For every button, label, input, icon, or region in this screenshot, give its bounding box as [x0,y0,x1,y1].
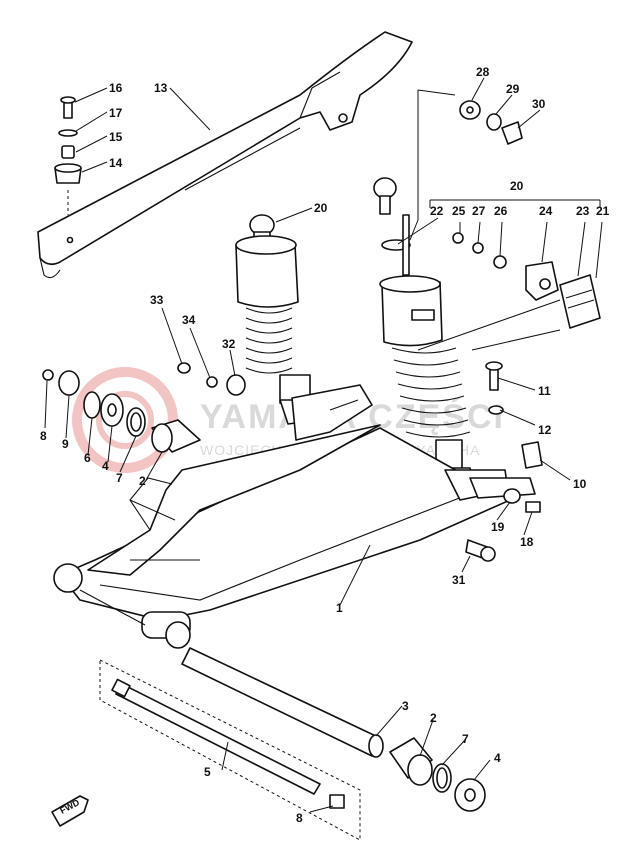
shock-mount-hardware [409,89,601,329]
callout-13: 13 [154,81,168,95]
callout-28: 28 [476,65,490,79]
callout-12: 12 [538,423,552,437]
pivot-bushings-lower [329,737,486,812]
watermark-logo-inner [96,391,154,449]
callout-11: 11 [538,384,551,398]
callout-27: 27 [472,204,486,218]
callout-9: 9 [62,437,69,451]
callout-24: 24 [539,204,553,218]
callout-18: 18 [520,535,534,549]
callout-16: 16 [109,81,123,95]
pivot-bushings-upper [42,369,201,453]
callout-21: 21 [596,204,610,218]
callout-32: 32 [222,337,236,351]
callout-7-lower: 7 [462,732,469,746]
callout-29: 29 [506,82,520,96]
callout-33: 33 [150,293,164,307]
callout-31: 31 [452,573,466,587]
chain-case-mount-hardware [54,96,82,215]
callout-10: 10 [573,477,587,491]
callout-19: 19 [491,520,505,534]
callout-4-upper: 4 [102,459,109,473]
callout-5: 5 [204,765,211,779]
callout-2-upper: 2 [139,474,146,488]
callout-15: 15 [109,130,123,144]
callout-2-lower: 2 [430,711,437,725]
callout-30: 30 [532,97,546,111]
callout-3: 3 [402,699,409,713]
callout-34: 34 [182,313,196,327]
misc-fasteners [177,299,561,562]
shock-absorber-left [235,214,319,425]
callout-23: 23 [576,204,590,218]
watermark-logo [72,367,178,473]
callout-6: 6 [84,451,91,465]
callout-20-left: 20 [314,201,328,215]
chain-case [37,31,413,279]
callout-leaders [44,77,603,813]
callout-25: 25 [452,204,466,218]
callout-labels: 1 2 2 3 4 4 5 6 7 7 8 8 9 10 11 12 13 14… [40,65,610,825]
callout-4-lower: 4 [494,751,501,765]
callout-17: 17 [109,106,123,120]
callout-22: 22 [430,204,444,218]
callout-14: 14 [109,156,123,170]
callout-7-upper: 7 [116,471,123,485]
callout-26: 26 [494,204,508,218]
callout-8-upper: 8 [40,429,47,443]
callout-20-right: 20 [510,179,524,193]
shock-absorber-right [373,177,479,501]
pivot-bolt [99,659,361,841]
callout-8-lower: 8 [296,811,303,825]
swing-arm [53,384,536,649]
pivot-shaft [181,647,384,758]
callout-1: 1 [336,601,343,615]
fwd-arrow-icon: FWD [51,795,89,827]
